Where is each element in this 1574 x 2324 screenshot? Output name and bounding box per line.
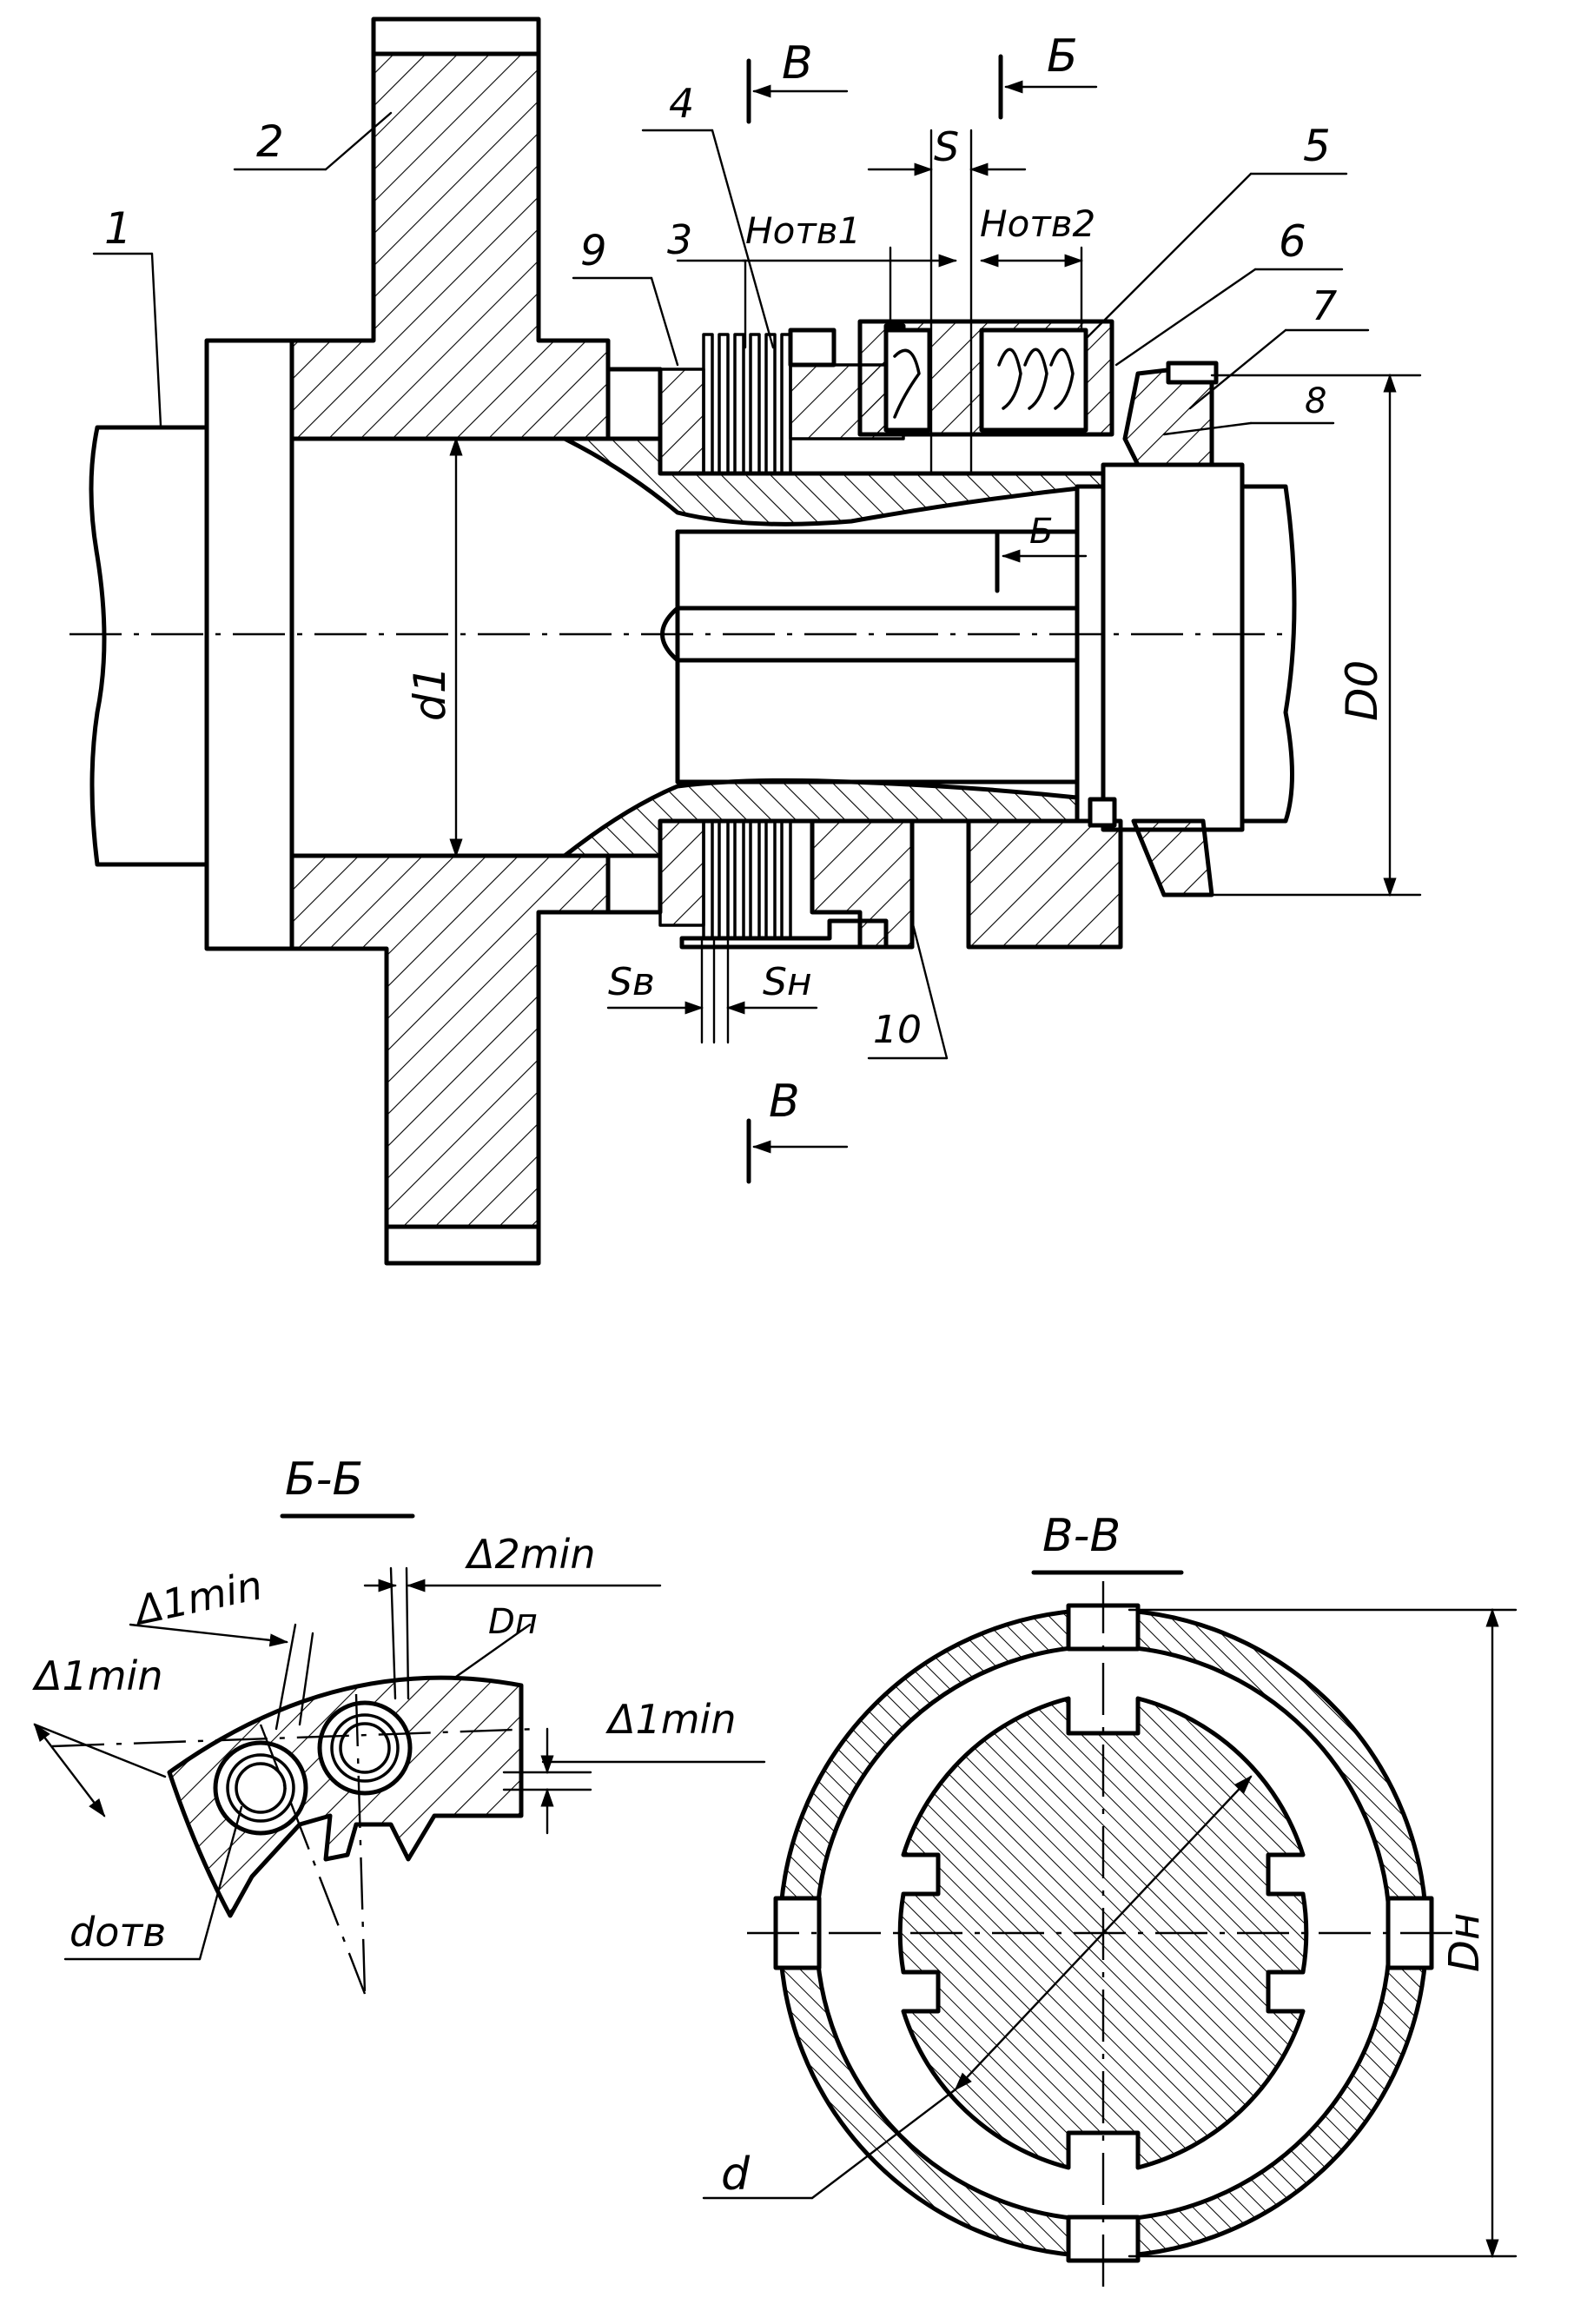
- spring-block-upper: [883, 328, 1088, 433]
- shaft-1: [89, 425, 209, 867]
- section-bb-title: Б-Б: [285, 1453, 363, 1506]
- dim-sv: Sв: [608, 960, 655, 1004]
- driven-shaft: [660, 462, 1297, 832]
- section-letter-b-inner: Б: [1029, 512, 1053, 552]
- hub-flange: [204, 338, 294, 951]
- section-vv-view: В-В d Dн: [702, 1510, 1518, 2294]
- section-letter-v-top: В: [782, 37, 813, 89]
- dim-d1: d1: [405, 665, 455, 721]
- section-mark-v-bottom: [746, 1118, 849, 1184]
- bb-delta1min-top: Δ1min: [129, 1561, 266, 1634]
- main-section-view: 1 2 3 4 5 6 7 8 9 10 В Б Б В S Hотв1 Hот…: [69, 17, 1422, 1266]
- section-mark-b-inner: [995, 529, 1088, 593]
- gear-rim-bottom: [384, 1224, 541, 1266]
- section-bb-segment: [167, 1675, 524, 1918]
- callout-7: 7: [1312, 282, 1337, 329]
- dim-s: S: [934, 123, 959, 170]
- nut-7-lower: [1131, 818, 1214, 897]
- bb-delta2min: Δ2min: [465, 1531, 595, 1578]
- section-mark-b-top: [998, 54, 1098, 120]
- gear-rim-top: [371, 17, 541, 56]
- callout-2: 2: [256, 116, 284, 167]
- dim-sn: Sн: [763, 960, 812, 1004]
- bb-delta1min-right: Δ1min: [605, 1696, 736, 1743]
- splined-sleeve-upper: [562, 436, 1123, 526]
- section-letter-b-top: Б: [1047, 30, 1078, 83]
- callout-4: 4: [669, 80, 694, 127]
- section-bb-view: Б-Б Δ2min Δ1min Dп: [32, 1453, 766, 1995]
- dim-hotv1: Hотв1: [745, 209, 861, 252]
- callout-6: 6: [1279, 216, 1306, 267]
- callout-8: 8: [1305, 381, 1326, 421]
- section-letter-v-bottom: В: [769, 1076, 800, 1128]
- callout-5: 5: [1303, 121, 1331, 171]
- bb-delta1min-left: Δ1min: [32, 1652, 162, 1699]
- vv-d: d: [721, 2149, 751, 2201]
- section-mark-v-top: [746, 58, 849, 124]
- callout-1: 1: [104, 203, 132, 254]
- vv-dn: Dн: [1440, 1913, 1489, 1972]
- dim-d0: D0: [1337, 660, 1387, 721]
- disc-pack-lower: [605, 797, 1123, 950]
- nut-7-upper-cap: [1166, 361, 1219, 385]
- section-vv-title: В-В: [1042, 1510, 1121, 1562]
- bb-dp: Dп: [488, 1602, 538, 1642]
- dim-hotv2: Hотв2: [980, 202, 1095, 245]
- callout-10: 10: [873, 1008, 922, 1052]
- callout-leaders: [92, 111, 1370, 1060]
- callout-9: 9: [580, 227, 607, 275]
- bb-dotv: dотв: [69, 1909, 166, 1956]
- callout-3: 3: [667, 216, 692, 263]
- housing-2-lower: [289, 853, 611, 1262]
